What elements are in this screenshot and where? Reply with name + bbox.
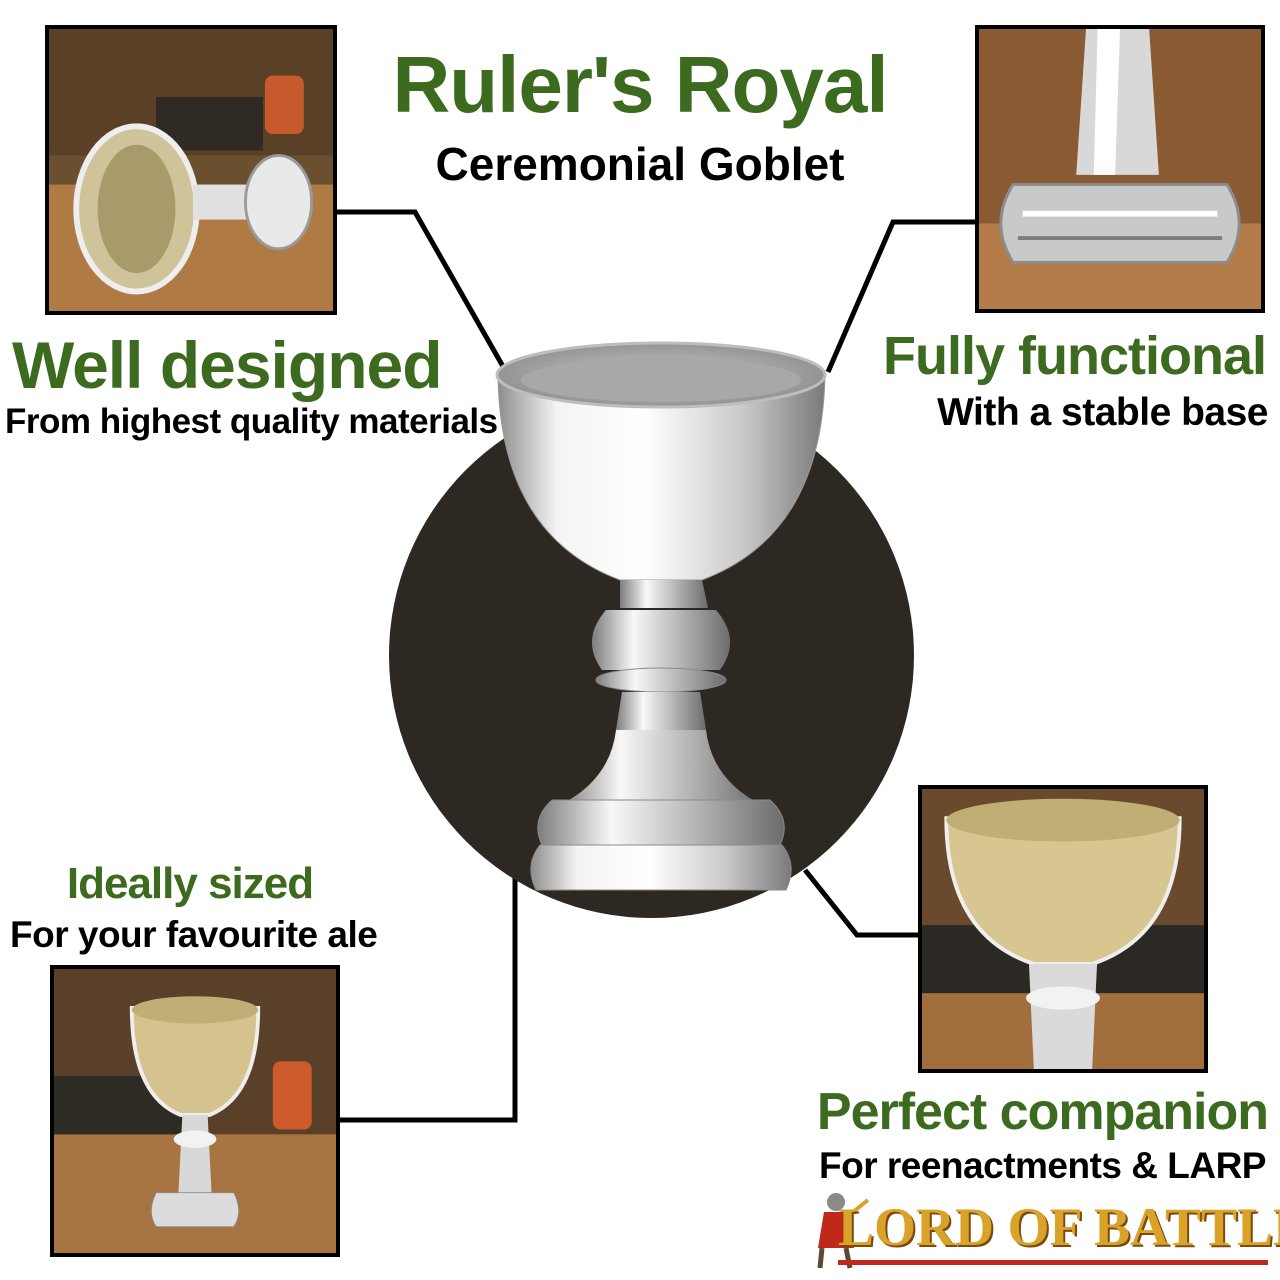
brand-underline — [838, 1260, 1268, 1265]
photo-goblet-tilted — [45, 25, 337, 315]
knight-icon — [817, 1193, 870, 1269]
heading-perfect-companion: Perfect companion — [816, 1083, 1269, 1141]
goblet-image — [495, 341, 827, 891]
photo-goblet-candle — [50, 965, 340, 1257]
title-main: Ruler's Royal — [392, 40, 888, 129]
photo-goblet-base — [975, 25, 1265, 313]
heading-well-designed: Well designed — [12, 328, 443, 402]
subtext-well-designed: From highest quality materials — [5, 402, 498, 441]
heading-fully-functional: Fully functional — [883, 326, 1267, 386]
photo-goblet-closeup — [918, 785, 1208, 1073]
connector-fully-functional — [825, 219, 978, 373]
brand-logo: LORD OF BATTLES — [808, 1190, 1280, 1270]
title-sub: Ceremonial Goblet — [435, 138, 845, 190]
connector-well-designed — [335, 209, 508, 372]
subtext-ideally-sized: For your favourite ale — [10, 914, 378, 955]
heading-ideally-sized: Ideally sized — [66, 859, 314, 908]
brand-logo-text: LORD OF BATTLES — [838, 1197, 1280, 1257]
subtext-fully-functional: With a stable base — [937, 391, 1268, 434]
connector-perfect-companion — [803, 868, 920, 938]
connector-ideally-sized — [335, 875, 518, 1123]
subtext-perfect-companion: For reenactments & LARP — [819, 1145, 1267, 1186]
